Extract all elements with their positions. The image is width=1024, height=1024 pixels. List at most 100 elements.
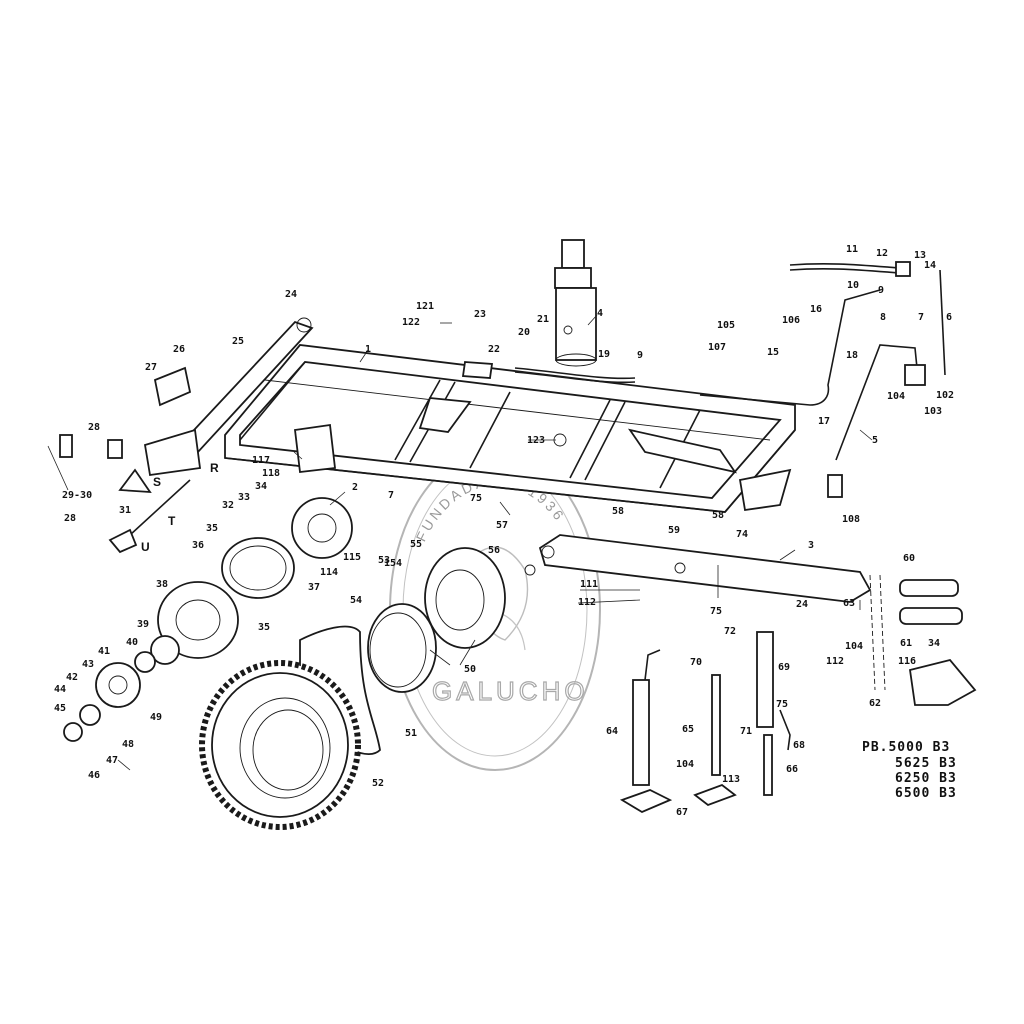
- part-label: 39: [137, 619, 149, 630]
- part-label: 43: [82, 659, 94, 670]
- part-label: 107: [708, 342, 726, 353]
- front-axle-parts: [59, 366, 192, 554]
- part-label: 12: [876, 248, 888, 259]
- part-label: 45: [54, 703, 66, 714]
- part-label: 53: [378, 555, 390, 566]
- part-label: 51: [405, 728, 417, 739]
- part-label: 111: [580, 579, 598, 590]
- part-label: 66: [786, 764, 798, 775]
- part-label: 7: [918, 312, 924, 323]
- part-label: 49: [150, 712, 162, 723]
- jack-stands: [619, 631, 791, 814]
- part-label: 41: [98, 646, 110, 657]
- part-label: 26: [173, 344, 185, 355]
- part-labels: 1 2 3 4 5 6 7 7 8 9 9 10 11 12 13 14 15 …: [54, 244, 954, 818]
- part-label: 9: [637, 350, 643, 361]
- part-label: 22: [488, 344, 500, 355]
- part-label: 34: [928, 638, 940, 649]
- part-label: 37: [308, 582, 320, 593]
- part-label: 38: [156, 579, 168, 590]
- part-label: 121: [416, 301, 434, 312]
- letter-label-s: S: [153, 475, 161, 489]
- part-label: 108: [842, 514, 860, 525]
- part-label: 104: [676, 759, 694, 770]
- part-label: 62: [869, 698, 881, 709]
- part-label: 18: [846, 350, 858, 361]
- part-label: 29-30: [62, 490, 92, 501]
- part-label: 56: [488, 545, 500, 556]
- part-label: 65: [682, 724, 694, 735]
- part-label: 28: [64, 513, 76, 524]
- part-label: 21: [537, 314, 549, 325]
- part-label: 112: [578, 597, 596, 608]
- part-label: 58: [712, 510, 724, 521]
- part-label: 55: [410, 539, 422, 550]
- part-label: 24: [796, 599, 808, 610]
- part-label: 60: [903, 553, 915, 564]
- hydraulic-cylinder: [554, 239, 597, 367]
- part-label: 5: [872, 435, 878, 446]
- letter-label-t: T: [168, 514, 176, 528]
- part-label: 63: [843, 598, 855, 609]
- part-label: 15: [767, 347, 779, 358]
- model-code: 6500 B3: [895, 786, 957, 801]
- part-label: 117: [252, 455, 270, 466]
- part-label: 28: [88, 422, 100, 433]
- part-label: 35: [258, 622, 270, 633]
- letter-label-r: R: [210, 461, 219, 475]
- part-label: 16: [810, 304, 822, 315]
- part-label: 23: [474, 309, 486, 320]
- tyre-and-mudguard: [199, 625, 381, 830]
- part-label: 24: [285, 289, 297, 300]
- part-label: 6: [946, 312, 952, 323]
- letter-label-u: U: [141, 540, 150, 554]
- part-label: 113: [722, 774, 740, 785]
- wheel-rim: [367, 547, 506, 693]
- part-label: 75: [710, 606, 722, 617]
- part-label: 103: [924, 406, 942, 417]
- part-label: 61: [900, 638, 912, 649]
- watermark-lower-text: GALUCHO: [432, 676, 589, 706]
- part-label: 3: [808, 540, 814, 551]
- part-label: 40: [126, 637, 138, 648]
- part-label: 59: [668, 525, 680, 536]
- part-label: 34: [255, 481, 267, 492]
- part-label: 104: [845, 641, 863, 652]
- part-label: 36: [192, 540, 204, 551]
- part-label: 50: [464, 664, 476, 675]
- part-label: 33: [238, 492, 250, 503]
- part-label: 118: [262, 468, 280, 479]
- chassis-frame: [224, 344, 796, 513]
- model-code-list: PB.5000 B3 5625 B3 6250 B3 6500 B3: [862, 740, 957, 801]
- part-label: 72: [724, 626, 736, 637]
- part-label: 19: [598, 349, 610, 360]
- leader-lines: [47, 314, 873, 771]
- part-label: 54: [350, 595, 362, 606]
- part-label: 106: [782, 315, 800, 326]
- part-label: 14: [924, 260, 936, 271]
- model-code: 6250 B3: [895, 771, 957, 786]
- part-label: 35: [206, 523, 218, 534]
- control-levers: [699, 269, 946, 498]
- part-label: 44: [54, 684, 66, 695]
- assembly-letter-labels: R S T U: [141, 461, 219, 554]
- model-code: PB.5000 B3: [862, 740, 950, 755]
- part-label: 71: [740, 726, 752, 737]
- part-label: 11: [846, 244, 858, 255]
- brake-drum-assembly: [63, 497, 353, 742]
- part-label: 25: [232, 336, 244, 347]
- part-label: 154: [384, 558, 402, 569]
- part-label: 17: [818, 416, 830, 427]
- hitch-bracket: [908, 658, 977, 706]
- part-label: 46: [88, 770, 100, 781]
- part-label: 8: [880, 312, 886, 323]
- part-label: 68: [793, 740, 805, 751]
- part-label: 47: [106, 755, 118, 766]
- part-label: 70: [690, 657, 702, 668]
- part-label: 75: [470, 493, 482, 504]
- safety-chain-and-pins: [869, 574, 963, 691]
- part-label: 122: [402, 317, 420, 328]
- part-label: 27: [145, 362, 157, 373]
- part-label: 105: [717, 320, 735, 331]
- part-label: 114: [320, 567, 338, 578]
